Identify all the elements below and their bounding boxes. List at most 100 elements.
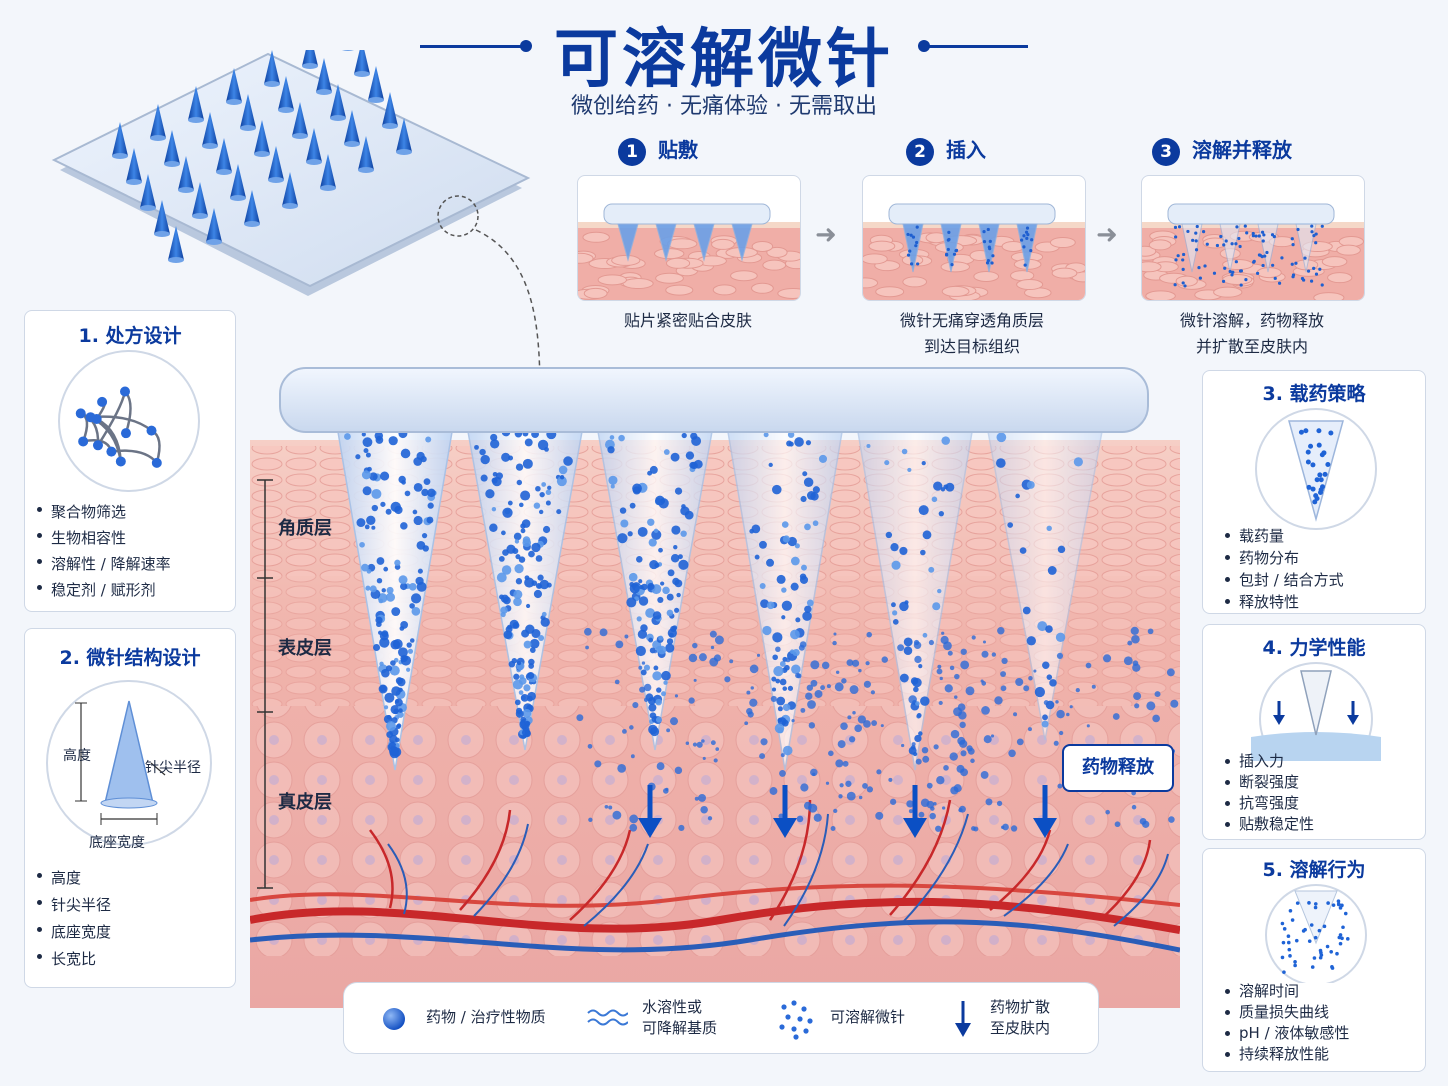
drug-particle	[995, 458, 1006, 468]
released-drug-particle	[756, 653, 761, 657]
released-drug-particle	[700, 805, 708, 814]
drug-particle	[545, 489, 552, 496]
structure-title: 2. 微针结构设计	[59, 647, 201, 669]
dissolving-drug-dot	[1282, 970, 1286, 974]
released-drug-particle	[958, 711, 967, 720]
drug-particle	[805, 440, 812, 446]
title-dot-right	[918, 40, 930, 52]
drug-particle	[781, 600, 792, 611]
list-item: 生物相容性	[35, 525, 171, 551]
drug-particle	[684, 510, 694, 520]
mini-drug-dot	[1310, 230, 1314, 234]
mini-cell	[863, 253, 888, 265]
patch-needle	[244, 190, 260, 224]
mini-drug-dot	[1234, 242, 1238, 246]
drug-particle	[413, 515, 423, 526]
drug-particle	[789, 649, 795, 654]
mini-drug-dot	[1029, 248, 1033, 253]
drug-particle	[681, 504, 686, 509]
mini-drug-dot	[1224, 239, 1228, 243]
loaded-drug-dot	[1316, 428, 1322, 434]
drug-particle	[515, 554, 521, 560]
released-drug-particle	[807, 700, 816, 709]
drug-particle	[501, 565, 512, 575]
drug-particle	[398, 647, 408, 658]
drug-particle	[885, 531, 893, 539]
drug-particle	[356, 518, 366, 528]
drug-particle	[514, 539, 520, 544]
drug-particle	[627, 531, 633, 537]
patch-needle-base	[254, 151, 270, 157]
released-drug-particle	[808, 805, 812, 810]
released-drug-particle	[835, 759, 844, 768]
mini-drug-dot	[1176, 254, 1180, 258]
layer-label-epidermis: 表皮层	[278, 638, 332, 659]
patch-needle-base	[202, 143, 218, 149]
released-drug-particle	[826, 684, 831, 689]
loaded-drug-dot	[1314, 477, 1320, 483]
drug-particle	[779, 678, 787, 686]
released-drug-particle	[674, 694, 679, 698]
released-drug-particle	[693, 678, 697, 682]
mini-drug-dot	[954, 248, 959, 252]
drug-particle	[1007, 522, 1014, 528]
released-drug-particle	[970, 758, 975, 764]
capillary	[459, 809, 512, 911]
patch-needle	[320, 154, 336, 188]
mini-cell	[777, 287, 800, 299]
mini-drug-dot	[1230, 242, 1234, 246]
drug-particle	[529, 647, 536, 653]
released-drug-particle	[746, 690, 751, 695]
released-drug-particle	[698, 793, 707, 802]
drug-particle	[516, 479, 523, 486]
released-drug-particle	[921, 746, 929, 754]
mini-drug-dot	[1022, 234, 1026, 238]
mini-drug-dot	[1194, 239, 1198, 243]
mini-needle	[693, 223, 715, 262]
formulation-title: 1. 处方设计	[78, 325, 182, 347]
polymer-node	[151, 457, 162, 468]
mini-drug-dot	[1239, 269, 1243, 273]
drug-particle	[533, 589, 543, 599]
drug-particle	[903, 646, 913, 655]
released-drug-particle	[1131, 634, 1140, 644]
drug-particle	[655, 716, 662, 723]
drug-particle	[649, 465, 658, 474]
drug-particle	[394, 559, 401, 566]
drug-particle	[772, 632, 783, 643]
mini-drug-dot	[1181, 267, 1185, 271]
drug-particle	[367, 466, 372, 472]
diffusion-arrow-head	[773, 818, 797, 838]
released-drug-particle	[949, 752, 958, 761]
released-drug-particle	[806, 684, 814, 691]
drug-particle	[658, 547, 663, 553]
released-drug-particle	[1154, 691, 1161, 698]
mechanics-title: 4. 力学性能	[1262, 637, 1366, 659]
drug-particle	[406, 667, 411, 672]
dissolving-drug-dot	[1326, 901, 1330, 905]
drug-particle	[922, 530, 932, 540]
drug-particle	[787, 431, 795, 438]
drug-particle	[538, 509, 544, 515]
mini-drug-dot	[1302, 278, 1306, 282]
dissolving-drug-dot	[1313, 905, 1318, 910]
released-drug-particle	[1123, 656, 1133, 666]
mini-drug-dot	[1198, 276, 1202, 280]
released-drug-particle	[1127, 640, 1133, 646]
drug-particle	[406, 642, 412, 648]
drug-particle	[674, 487, 683, 495]
drug-particle	[640, 624, 648, 632]
patch-needle	[302, 50, 318, 66]
patch-needle-base	[168, 257, 184, 263]
released-drug-particle	[918, 811, 925, 818]
mini-cell	[578, 252, 594, 264]
released-drug-particle	[810, 768, 818, 777]
patch-needle-base	[278, 107, 294, 113]
released-drug-particle	[1134, 703, 1140, 709]
drug-particle	[410, 593, 422, 604]
loaded-drug-dot	[1322, 471, 1328, 477]
dissolving-drug-dot	[1345, 937, 1350, 941]
dissolving-drug-dot	[1335, 951, 1339, 956]
drug-particle	[423, 478, 431, 486]
microneedle-row	[336, 425, 1179, 832]
